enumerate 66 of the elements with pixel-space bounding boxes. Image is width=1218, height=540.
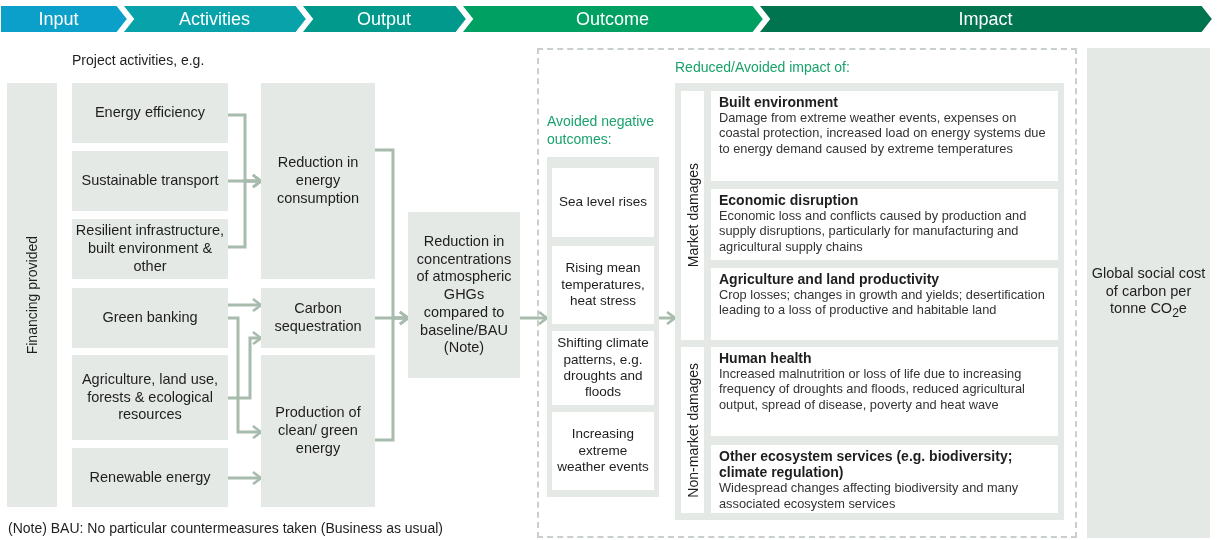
arrow xyxy=(228,316,263,440)
process-box xyxy=(261,288,375,348)
impact-card xyxy=(711,268,1058,340)
card-title: Agriculture and land productivity xyxy=(719,271,941,288)
stage-label: Input xyxy=(37,8,80,31)
box-text: Production of clean/ green energy xyxy=(274,404,362,458)
group-heading: Reduced/Avoided impact of: xyxy=(675,59,851,77)
box-text: Sea level rises xyxy=(559,194,647,211)
category-label: Market damages xyxy=(684,163,701,268)
category-strip xyxy=(681,347,704,513)
process-box xyxy=(72,448,228,507)
group-heading: Avoided negative outcomes: xyxy=(547,113,656,148)
box-text: Increasing extreme weather events xyxy=(556,426,650,476)
outcome-box xyxy=(552,168,654,237)
process-box xyxy=(261,83,375,279)
card-description: Increased malnutrition or loss of life due to increasing frequency of droughts and floods, reduced agricultural output, spread of disease, poverty and heat wave xyxy=(719,366,1026,413)
card-title: Built environment xyxy=(719,94,839,111)
box-text: Sustainable transport xyxy=(81,172,219,190)
process-box xyxy=(72,83,228,143)
process-box xyxy=(72,355,228,440)
impact-card xyxy=(711,445,1058,513)
stage-label: Output xyxy=(355,8,412,31)
box-text: Carbon sequestration xyxy=(273,300,363,336)
note-text: (Note) BAU: No particular countermeasures taken (Business as usual) xyxy=(8,520,443,536)
box-text: Reduction in energy consumption xyxy=(275,154,361,208)
note-text: Project activities, e.g. xyxy=(72,52,205,68)
impact-card xyxy=(711,347,1058,436)
arrow xyxy=(228,470,263,486)
stage-label: Outcome xyxy=(575,8,650,31)
arrow xyxy=(228,330,263,400)
impact-card xyxy=(711,91,1058,181)
card-title: Economic disruption xyxy=(719,192,860,209)
category-label: Non-market damages xyxy=(684,362,701,498)
financing-band xyxy=(7,83,57,507)
band-label: Financing provided xyxy=(24,235,40,355)
arrow xyxy=(659,310,677,326)
box-text: Agriculture, land use, forests & ecological resources xyxy=(80,370,220,425)
box-text: Reduction in concentrations of atmospheric GHGs compared to baseline/BAU (Note) xyxy=(415,233,513,357)
arrow xyxy=(228,297,263,313)
box-text: Global social cost of carbon per tonne CO$_{2}$e xyxy=(1090,265,1207,321)
box-text: Energy efficiency xyxy=(94,104,206,122)
impact-card xyxy=(711,189,1058,260)
stage-label: Activities xyxy=(178,8,251,31)
box-text: Rising mean temperatures, heat stress xyxy=(560,260,646,310)
outcome-box xyxy=(552,246,654,324)
card-description: Crop losses; changes in growth and yields; desertification leading to a loss of productive and habitable land xyxy=(719,287,1046,318)
box-text: Renewable energy xyxy=(89,468,211,487)
box-text: Resilient infrastructure, built environment & other xyxy=(75,222,225,276)
card-description: Widespread changes affecting biodiversity and many associated ecosystem services xyxy=(719,480,1020,511)
arrow xyxy=(228,173,263,249)
card-title: Other ecosystem services (e.g. biodiversity; climate regulation) xyxy=(719,448,1014,481)
card-description: Economic loss and conflicts caused by production and supply disruptions, particularly for manufacturing and agricultural supply chains xyxy=(719,208,1028,255)
process-box xyxy=(72,288,228,348)
process-box xyxy=(72,151,228,211)
process-box xyxy=(408,212,520,378)
dashed-frame xyxy=(537,48,1077,538)
process-box xyxy=(261,355,375,507)
card-title: Human health xyxy=(719,350,813,367)
process-box xyxy=(1087,48,1210,538)
box-text: Shifting climate patterns, e.g. droughts and floods xyxy=(556,335,650,401)
category-strip xyxy=(681,91,704,340)
card-description: Damage from extreme weather events, expenses on coastal protection, increased load on energy systems due to energy demand caused by extreme temperatures xyxy=(719,110,1047,157)
box-text: Green banking xyxy=(102,309,198,327)
arrow xyxy=(520,310,549,326)
stage-label: Impact xyxy=(957,8,1014,31)
outcome-box xyxy=(552,412,654,490)
